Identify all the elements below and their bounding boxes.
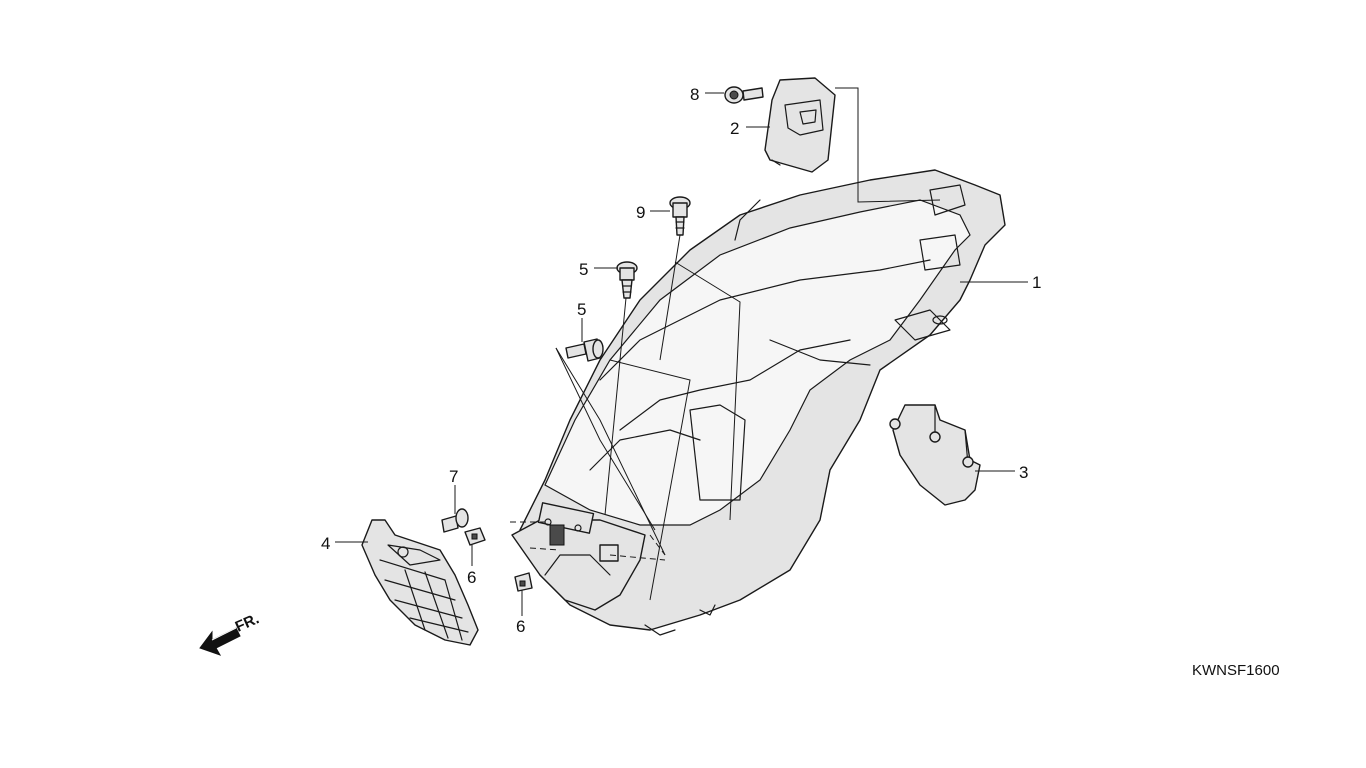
callout-9[interactable]: 9 — [636, 203, 645, 222]
callout-6-left[interactable]: 6 — [467, 568, 476, 587]
part-9-bolt[interactable] — [669, 196, 691, 236]
leader-lines — [335, 87, 1028, 616]
callout-6-right[interactable]: 6 — [516, 617, 525, 636]
part-8-screw[interactable] — [724, 86, 764, 104]
callout-5-upper[interactable]: 5 — [579, 260, 588, 279]
callout-7[interactable]: 7 — [449, 467, 458, 486]
callout-5-lower[interactable]: 5 — [577, 300, 586, 319]
callouts: 1 2 3 4 5 5 6 6 7 8 9 — [321, 85, 1041, 636]
part-7-rivet[interactable] — [441, 508, 469, 533]
part-1-luggage-box[interactable] — [511, 169, 1006, 636]
callout-8[interactable]: 8 — [690, 85, 699, 104]
part-4-lower-panel[interactable] — [361, 519, 479, 646]
part-6-clip-nut-upper[interactable] — [464, 527, 486, 546]
part-6-clip-nut-lower[interactable] — [514, 572, 533, 592]
callout-3[interactable]: 3 — [1019, 463, 1028, 482]
front-direction-arrow-icon: FR. — [199, 610, 262, 656]
part-2-cover[interactable] — [764, 77, 836, 173]
part-3-bracket-plate[interactable] — [889, 404, 981, 506]
part-5-bolt-lower[interactable] — [565, 338, 604, 362]
diagram-code: KWNSF1600 — [1192, 662, 1280, 679]
front-marker-label: FR. — [233, 610, 262, 635]
callout-1[interactable]: 1 — [1032, 273, 1041, 292]
part-5-bolt-upper[interactable] — [616, 261, 638, 299]
callout-2[interactable]: 2 — [730, 119, 739, 138]
callout-4[interactable]: 4 — [321, 534, 330, 553]
